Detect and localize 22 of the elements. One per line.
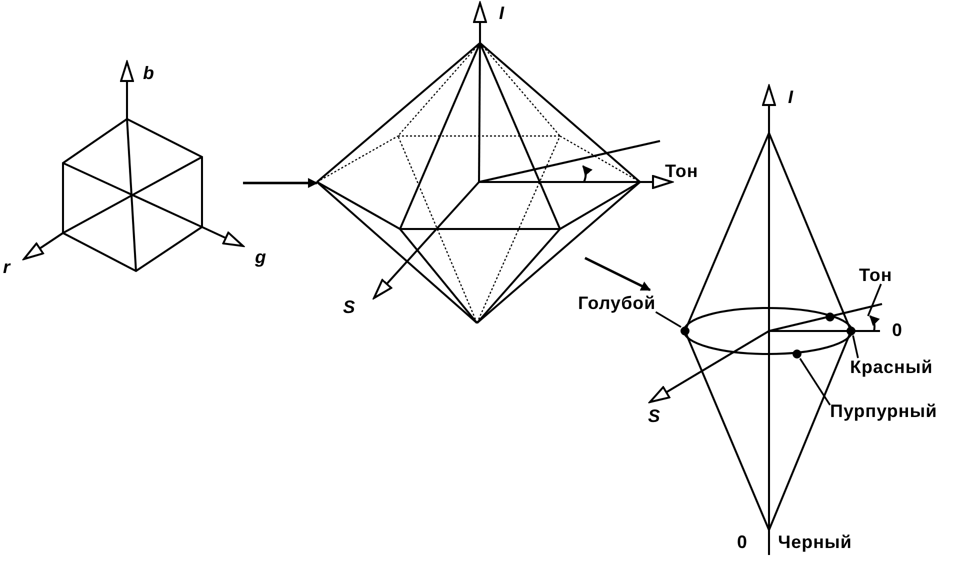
axis-label: I [499, 4, 505, 22]
arrow [243, 178, 318, 188]
leader-line [799, 358, 831, 406]
point-label: Черный [778, 533, 852, 551]
callout-label: Голубой [578, 294, 656, 312]
axis-label: I [788, 88, 794, 106]
axis-label: r [3, 258, 11, 276]
leader-line [852, 335, 859, 358]
callout-label: Красный [850, 358, 933, 376]
axis-label: S [343, 298, 356, 316]
axis-label: b [143, 64, 154, 82]
leader-line [867, 284, 882, 316]
zero-mark: 0 [737, 533, 748, 551]
axis-label: g [255, 248, 266, 266]
arrow [584, 256, 651, 292]
axis-label: Тон [665, 162, 698, 180]
cube-drawing [23, 61, 244, 272]
leader-line [655, 311, 682, 328]
callout-label: Пурпурный [830, 402, 938, 420]
callout-label: Тон [859, 266, 892, 284]
zero-mark: 0 [892, 321, 903, 339]
axis-label: S [648, 407, 661, 425]
